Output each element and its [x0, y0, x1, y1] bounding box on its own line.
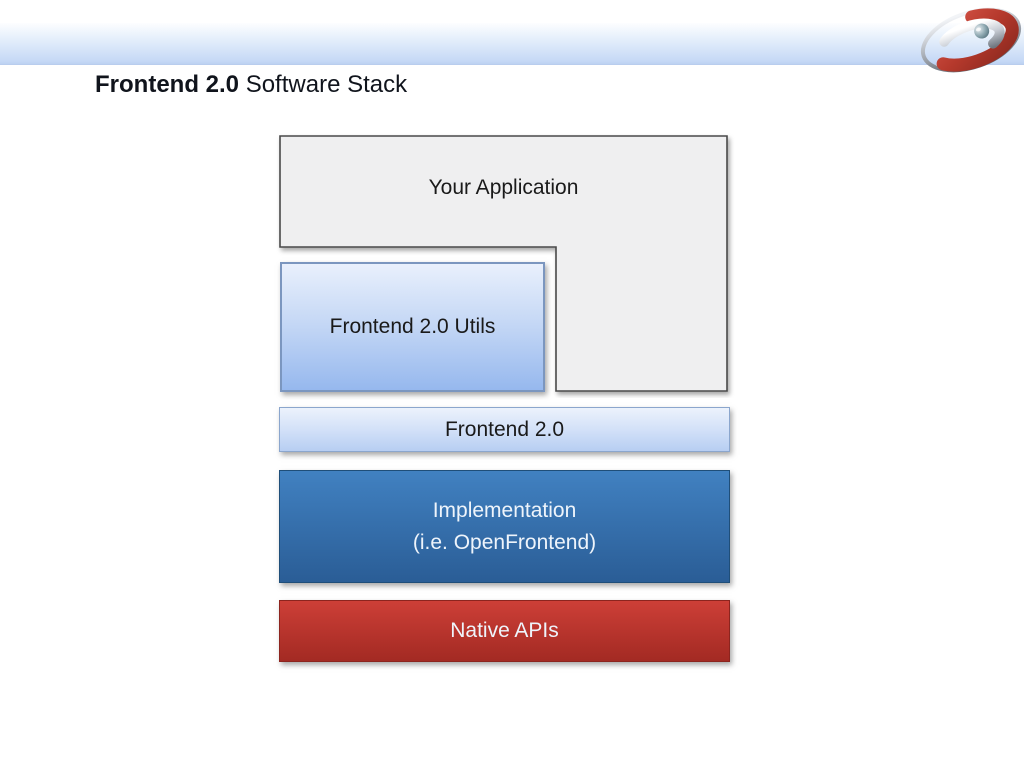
frontend-label: Frontend 2.0 — [444, 417, 565, 441]
native-apis-label: Native APIs — [450, 619, 559, 642]
slide-title: Frontend 2.0 Software Stack — [55, 23, 407, 98]
implementation-box: Implementation (i.e. OpenFrontend) — [279, 470, 730, 583]
slide-title-rest: Software Stack — [239, 71, 408, 98]
implementation-label-line2: (i.e. OpenFrontend) — [412, 530, 597, 554]
frontend-box: Frontend 2.0 — [279, 407, 730, 452]
your-application-shape — [279, 135, 728, 392]
slide-title-bar: Frontend 2.0 Software Stack — [0, 23, 1024, 98]
native-apis-box: Native APIs — [279, 600, 730, 662]
your-application-label: Your Application — [428, 176, 579, 199]
company-swirl-logo-icon — [920, 7, 1022, 73]
implementation-label-line1: Implementation — [432, 498, 577, 522]
frontend-utils-label: Frontend 2.0 Utils — [329, 315, 496, 338]
frontend-utils-box: Frontend 2.0 Utils — [280, 262, 545, 392]
slide-title-bold: Frontend 2.0 — [95, 71, 240, 98]
your-application-block — [279, 135, 728, 392]
